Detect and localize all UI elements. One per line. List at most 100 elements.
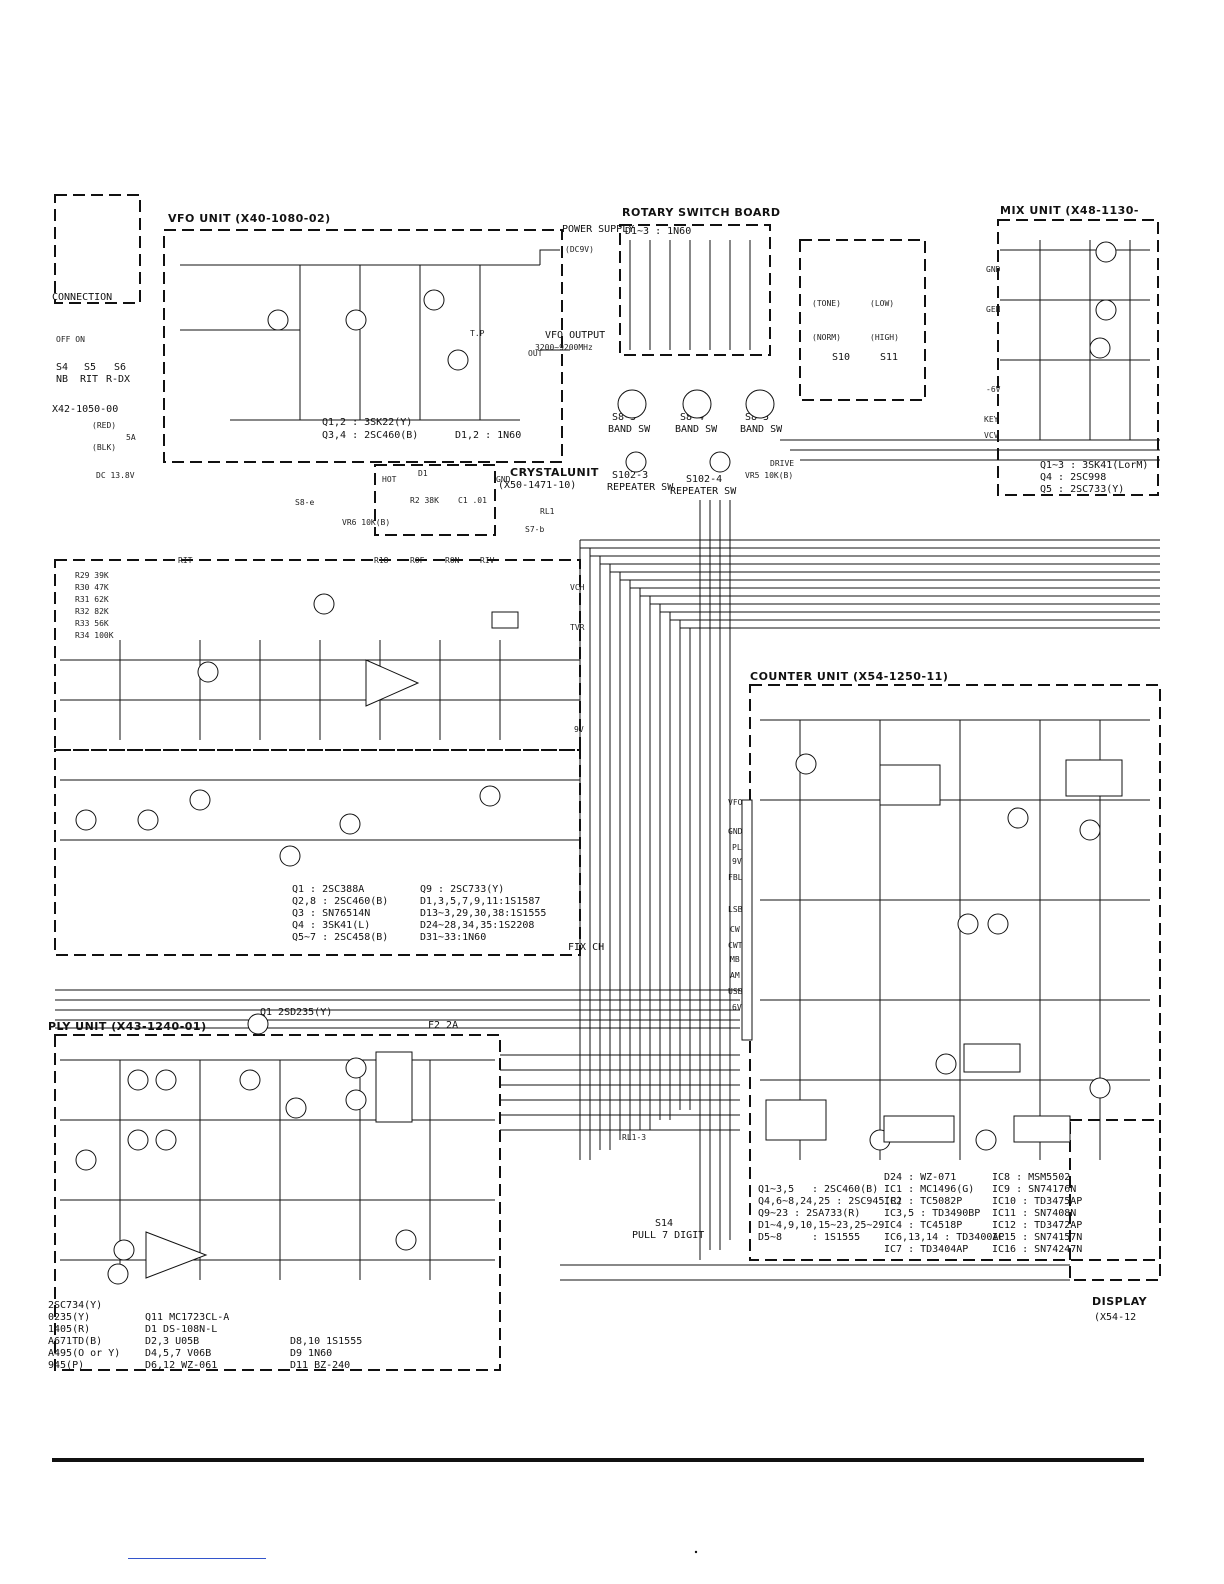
norm-label: (NORM) <box>812 333 841 342</box>
counter-pin-label: CW <box>730 925 740 934</box>
legend-counter-8: D24 : WZ-071 <box>884 1172 956 1183</box>
transistors <box>75 241 1117 1285</box>
legend-supply-11: D6,12 WZ-061 <box>145 1360 217 1371</box>
s4-label: S4 <box>56 362 68 373</box>
counter-pin-label: 6V <box>732 1003 742 1012</box>
x42-label: X42-1050-00 <box>52 404 118 415</box>
supply-unit-title: PLY UNIT (X43-1240-01) <box>48 1020 207 1033</box>
legend-counter-6: : 1S1555 <box>812 1232 860 1243</box>
rotary-switch-box <box>619 224 771 356</box>
connection-label: CONNECTION <box>52 292 112 303</box>
r18-pin-label: R18 <box>374 556 389 565</box>
resistor-label-3: R31 62K <box>75 595 109 604</box>
legend-main-9: D24~28,34,35:1S2208 <box>420 920 534 931</box>
vfo-unit-title: VFO UNIT (X40-1080-02) <box>168 212 331 225</box>
counter-pin-label: LSB <box>728 905 743 914</box>
main-legend: Q1 : 2SC388A Q2,8 : 2SC460(B) Q3 : SN765… <box>292 884 546 943</box>
legend-supply-7: Q11 MC1723CL-A <box>145 1312 229 1323</box>
crystal-unit-box <box>374 464 496 536</box>
blk-label: (BLK) <box>92 443 116 452</box>
counter-pin-label: AM <box>730 971 740 980</box>
rl1-label: RL1 <box>540 507 555 516</box>
legend-supply-6: 945(P) <box>48 1360 84 1371</box>
dc9v-label: (DC9V) <box>565 245 594 254</box>
vch-pin-label: VCH <box>570 583 585 592</box>
legend-main-4: Q4 : 3SK41(L) <box>292 920 370 931</box>
band-switches <box>617 389 775 473</box>
s14-label: S14 <box>655 1218 673 1229</box>
legend-counter-1: Q1~3,5 <box>758 1184 794 1195</box>
legend-counter-20: IC15 : SN74157N <box>992 1232 1082 1243</box>
rdx-label: R-DX <box>106 374 130 385</box>
legend-counter-10: IC2 : TC5082P <box>884 1196 962 1207</box>
legend-counter-19: IC12 : TD3472AP <box>992 1220 1082 1231</box>
legend-counter-2: : 2SC460(B) <box>812 1184 878 1195</box>
legend-main-8: D13~3,29,30,38:1S1555 <box>420 908 546 919</box>
bottom-rule <box>52 1458 1144 1462</box>
footer-link-rule <box>128 1558 266 1559</box>
rit-pin-label: RIT <box>178 556 193 565</box>
legend-supply-2: 0235(Y) <box>48 1312 90 1323</box>
legend-supply-12: D8,10 1S1555 <box>290 1336 362 1347</box>
crystal-c1-label: C1 .01 <box>458 496 487 505</box>
legend-main-10: D31~33:1N60 <box>420 932 486 943</box>
rit-label: RIT <box>80 374 98 385</box>
tvr-pin-label: TVR <box>570 623 585 632</box>
off-on-label: OFF ON <box>56 335 85 344</box>
legend-main-5: Q5~7 : 2SC458(B) <box>292 932 388 943</box>
counter-pin-label: PL <box>732 843 742 852</box>
legend-supply-8: D1 DS-108N-L <box>145 1324 217 1335</box>
tone-label: (TONE) <box>812 299 841 308</box>
crystal-unit-code: (X50-1471-10) <box>498 480 576 491</box>
q1-2sd-label: Q1 2SD235(Y) <box>260 1007 332 1018</box>
vr5-label: VR5 10K(B) <box>745 471 793 480</box>
vfo-note-3: D1,2 : 1N60 <box>455 430 521 441</box>
crystal-hot-label: HOT <box>382 475 397 484</box>
legend-counter-4: Q9~23 : 2SA733(R) <box>758 1208 860 1219</box>
s6-label: S6 <box>114 362 126 373</box>
drive-label: DRIVE <box>770 459 794 468</box>
s11-label: S11 <box>880 352 898 363</box>
legend-supply-4: A671TD(B) <box>48 1336 102 1347</box>
counter-connector: VFO GND PL 9V FBL LSB CW CWT MB AM USB 6… <box>728 798 753 1041</box>
riv-pin-label: RIV <box>480 556 495 565</box>
high-label: (HIGH) <box>870 333 899 342</box>
vfo-output-label: VFO OUTPUT <box>545 330 605 341</box>
display-unit-box <box>1069 1119 1161 1281</box>
low-label: (LOW) <box>870 299 894 308</box>
legend-supply-13: D9 1N60 <box>290 1348 332 1359</box>
resistor-label-1: R29 39K <box>75 571 109 580</box>
legend-main-3: Q3 : SN76514N <box>292 908 370 919</box>
legend-counter-12: IC4 : TC4518P <box>884 1220 962 1231</box>
counter-pin-label: 9V <box>732 857 742 866</box>
legend-supply-3: 1405(R) <box>48 1324 90 1335</box>
vfo-range-label: 3200~9200MHz <box>535 343 593 352</box>
counter-pin-label: USB <box>728 987 743 996</box>
s10-label: S10 <box>832 352 850 363</box>
s8e-label: S8-e <box>295 498 314 507</box>
legend-main-1: Q1 : 2SC388A <box>292 884 364 895</box>
display-unit-title: DISPLAY <box>1092 1295 1148 1308</box>
f2-label: F2 2A <box>428 1020 458 1031</box>
supply-legend: 2SC734(Y) 0235(Y) 1405(R) A671TD(B) A495… <box>48 1300 362 1371</box>
legend-supply-1: 2SC734(Y) <box>48 1300 102 1311</box>
wiring <box>55 240 1160 1281</box>
resistor-label-2: R30 47K <box>75 583 109 592</box>
power-supply-label: POWER SUPPLY <box>562 224 634 235</box>
fix-ch-label: FIX CH <box>568 942 604 953</box>
vfo-tp-label: T.P <box>470 329 485 338</box>
resistor-label-4: R32 82K <box>75 607 109 616</box>
legend-main-6: Q9 : 2SC733(Y) <box>420 884 504 895</box>
rl13-label: RL1-3 <box>622 1133 646 1142</box>
legend-main-2: Q2,8 : 2SC460(B) <box>292 896 388 907</box>
s5-label: S5 <box>84 362 96 373</box>
resistor-label-6: R34 100K <box>75 631 114 640</box>
mix-key-label: KEY <box>984 415 999 424</box>
crystal-gnd-label: GND <box>496 475 511 484</box>
band-sw-label-3: BAND SW <box>740 424 783 435</box>
rof-pin-label: ROF <box>410 556 425 565</box>
legend-counter-18: IC11 : SN7408N <box>992 1208 1076 1219</box>
vfo-note-1: Q1,2 : 3SK22(Y) <box>322 417 412 428</box>
display-unit-code: (X54-12 <box>1094 1312 1136 1323</box>
9v-pin-label: 9V <box>574 725 584 734</box>
